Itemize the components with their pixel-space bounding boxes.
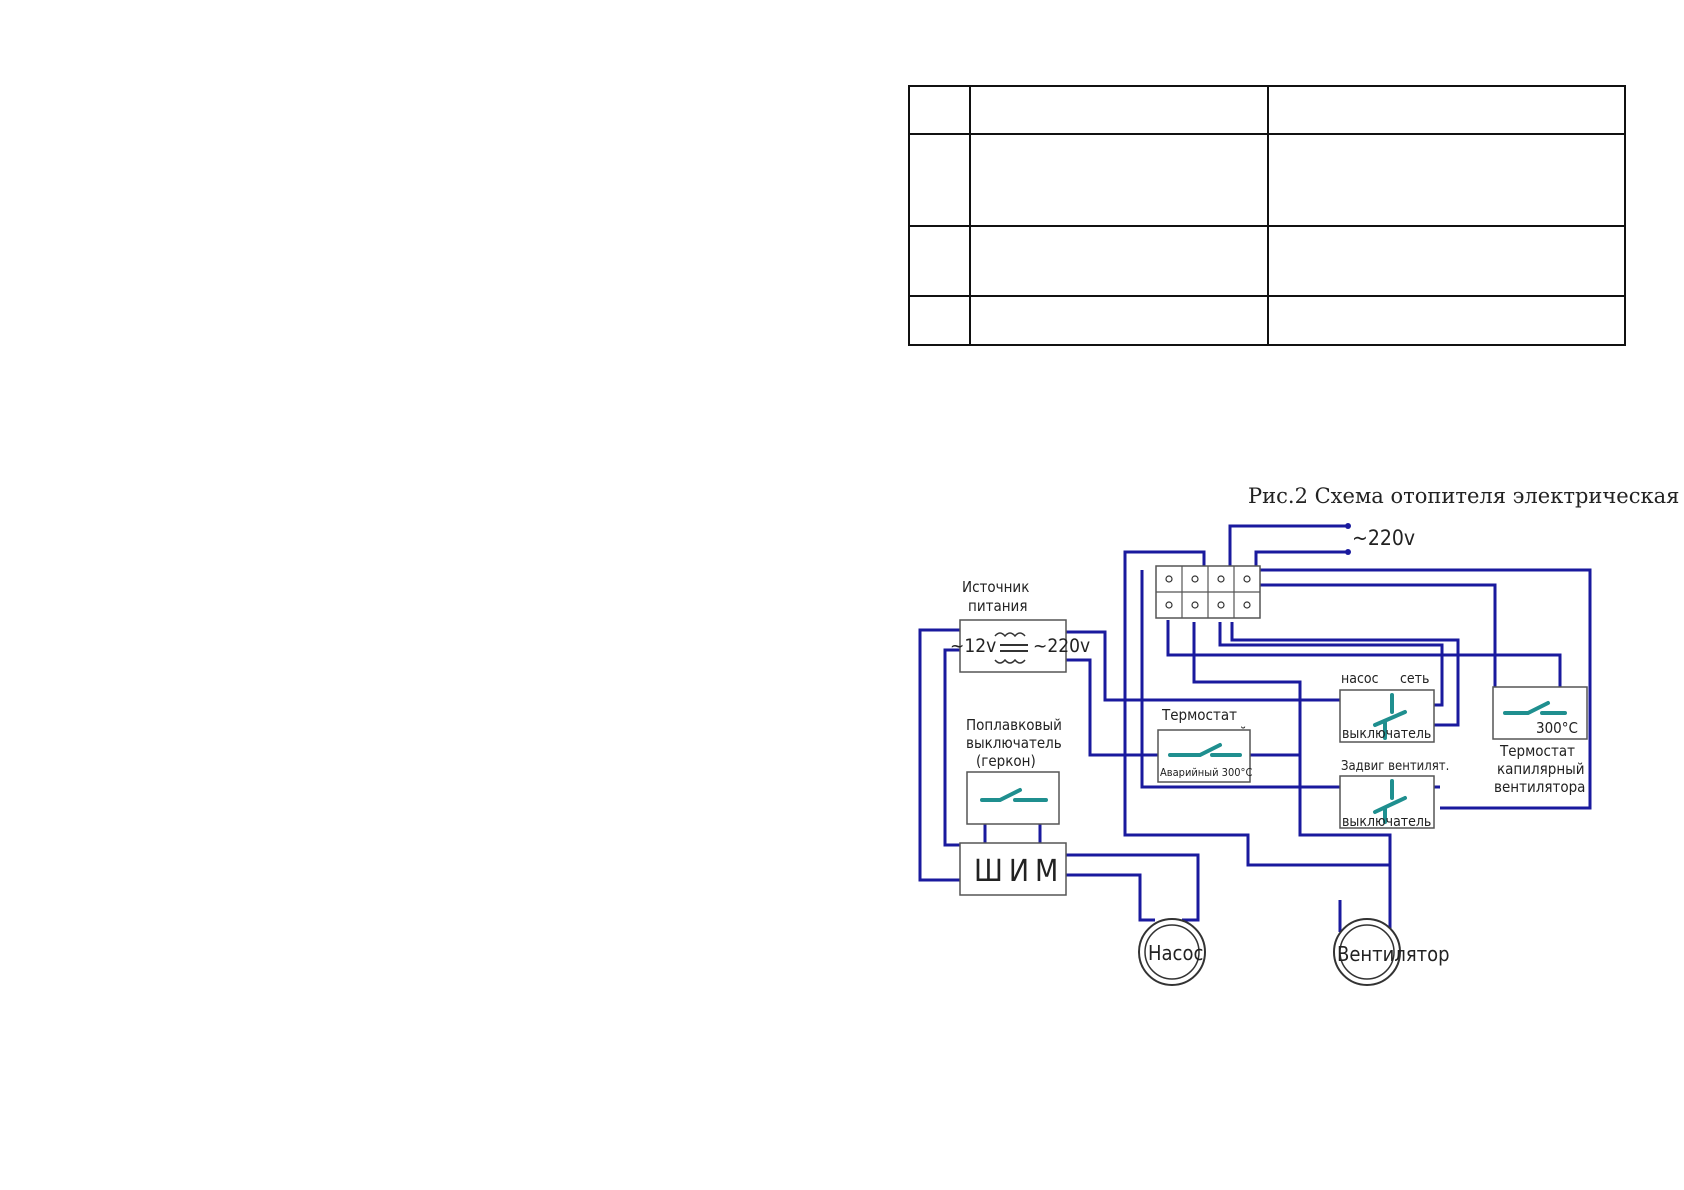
psu-high-voltage: ~220v <box>1033 635 1090 657</box>
pwm-controller: ШИМ <box>959 842 1067 896</box>
table-cell <box>1267 133 1626 227</box>
table-cell <box>969 133 1269 227</box>
terminal-block <box>1155 565 1261 619</box>
wire-psu-right-2 <box>1065 658 1160 757</box>
table-row <box>908 133 1626 227</box>
wire-thermo2-return <box>1166 620 1562 687</box>
wire-to-thermo2 <box>1258 583 1497 687</box>
float-label-line1: Поплавковый <box>966 716 1062 734</box>
thermo2-box-label: 300°С <box>1536 719 1578 737</box>
figure-caption: Рис.2 Схема отопителя электрическая <box>1248 484 1680 508</box>
mains-label: ~220v <box>1352 526 1415 550</box>
wire-fan-return <box>1192 622 1392 900</box>
thermo2-label-line2: капилярный <box>1497 760 1585 778</box>
fan-damper-switch: Задвиг вентилят. выключатель <box>1339 759 1449 830</box>
table-cell <box>908 295 971 346</box>
sw1-left-label: насос <box>1341 671 1379 687</box>
pump-motor: Насос <box>1138 918 1206 986</box>
psu-low-voltage: ~12v <box>950 635 996 657</box>
sw1-right-label: сеть <box>1400 671 1429 687</box>
sw2-contact <box>1373 779 1407 824</box>
fan-label: Вентилятор <box>1337 942 1450 966</box>
psu-label-line1: Источник <box>962 578 1029 596</box>
thermo1-box-label: Аварийный 300°С <box>1160 766 1252 779</box>
wire-psu-to-pwm <box>943 648 962 847</box>
table-cell <box>969 85 1269 135</box>
mains-wire-1 <box>1228 524 1348 570</box>
wire-terminal-right-loop <box>1258 568 1592 810</box>
wire-to-switch1b <box>1218 622 1444 707</box>
wire-to-switch1 <box>1230 622 1460 727</box>
float-switch: Поплавковый выключатель (геркон) <box>966 716 1062 825</box>
pwm-label: ШИМ <box>974 854 1064 889</box>
thermo1-label-line1: Термостат <box>1161 706 1237 724</box>
table-row <box>908 85 1626 135</box>
sw1-contact <box>1373 693 1407 740</box>
mains-terminal-2 <box>1345 549 1351 555</box>
thermo2-label-line1: Термостат <box>1499 742 1575 760</box>
thermo2-label-line3: вентилятора <box>1494 778 1585 796</box>
pump-mains-switch: насос сеть выключатель <box>1339 671 1435 743</box>
table-cell <box>908 225 971 297</box>
wire-pwm-pump-1 <box>1065 853 1200 922</box>
empty-table <box>908 85 1626 346</box>
wire-psu-left <box>918 628 960 882</box>
thermo1-contact <box>1168 743 1242 757</box>
sw2-top-label: Задвиг вентилят. <box>1341 759 1449 774</box>
emergency-thermostat: Термостат капилярный Аварийный 300°С <box>1157 706 1252 783</box>
pump-label: Насос <box>1148 941 1203 965</box>
sw1-bottom-label: выключатель <box>1342 726 1431 742</box>
fan-motor: Вентилятор <box>1333 918 1450 986</box>
table-cell <box>1267 295 1626 346</box>
mains-terminal-1 <box>1345 523 1351 529</box>
thermo2-contact <box>1503 701 1567 715</box>
float-contact <box>980 788 1048 802</box>
table-cell <box>1267 85 1626 135</box>
wire-psu-right-1 <box>1065 630 1340 702</box>
wire-to-switch2 <box>1140 570 1340 789</box>
table-cell <box>969 295 1269 346</box>
wire-fan-supply <box>1123 550 1390 867</box>
table-cell <box>1267 225 1626 297</box>
table-row <box>908 295 1626 346</box>
psu-label-line2: питания <box>968 597 1027 615</box>
wire-pwm-pump-2 <box>1065 873 1155 922</box>
mains-wire-2 <box>1254 550 1348 570</box>
float-label-line3: (геркон) <box>976 752 1036 770</box>
power-supply: Источник питания ~12v ~220v <box>950 578 1090 673</box>
float-label-line2: выключатель <box>966 734 1062 752</box>
table-row <box>908 225 1626 297</box>
table-cell <box>969 225 1269 297</box>
table-cell <box>908 85 971 135</box>
fan-thermostat: 300°С Термостат капилярный вентилятора <box>1492 686 1588 796</box>
table-cell <box>908 133 971 227</box>
sw2-bottom-label: выключатель <box>1342 814 1431 830</box>
